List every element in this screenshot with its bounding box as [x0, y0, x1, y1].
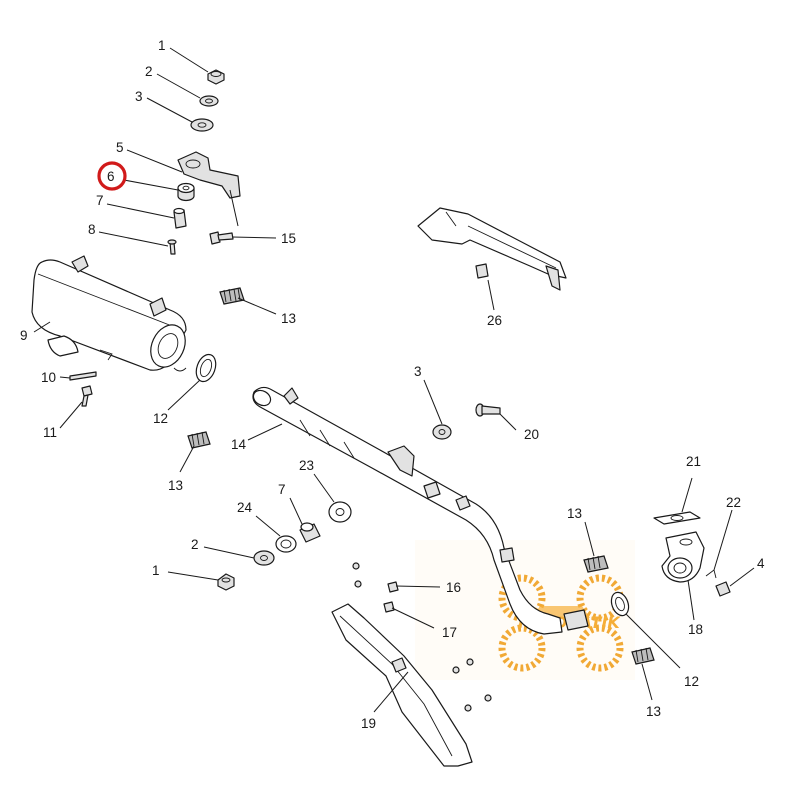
part-11-screw: [81, 385, 93, 407]
leader-lines: [33, 47, 755, 713]
callout-20: 20: [524, 427, 539, 442]
part-5-bracket: [177, 151, 241, 199]
callout-1-bottom: 1: [152, 563, 160, 578]
callout-5: 5: [116, 140, 124, 155]
part-6-grommet: [177, 182, 195, 202]
callout-26: 26: [487, 313, 502, 328]
part-3-washer-top: [190, 118, 214, 132]
callout-2-top: 2: [145, 64, 153, 79]
part-26-bolt: [475, 263, 489, 279]
part-23-spacer: [328, 501, 352, 523]
part-1-nut-top: [207, 69, 225, 85]
part-21-gasket-plate: [653, 511, 701, 525]
part-13-spring-lower: [631, 647, 655, 665]
callout-9: 9: [20, 328, 28, 343]
callout-16: 16: [446, 580, 461, 595]
callout-15: 15: [281, 231, 296, 246]
part-17-nut: [383, 601, 395, 613]
callout-22: 22: [726, 495, 741, 510]
part-12-gasket-left: [195, 353, 217, 383]
callout-13-center: 13: [567, 506, 582, 521]
callout-13-left: 13: [168, 478, 183, 493]
small-hardware-dots: [352, 562, 492, 712]
part-13-spring-upper: [219, 287, 245, 305]
callout-7-top: 7: [96, 193, 104, 208]
callout-8: 8: [88, 222, 96, 237]
part-20-bolt: [475, 403, 501, 417]
callout-17: 17: [442, 625, 457, 640]
part-7-sleeve-top: [173, 207, 187, 229]
part-14-head-pipe: [252, 386, 589, 635]
callout-4: 4: [757, 556, 765, 571]
part-7-sleeve-bottom: [299, 522, 321, 543]
part-19-heat-shield-lower: [331, 603, 473, 767]
part-15-bolt: [209, 231, 234, 245]
part-4-plug: [715, 581, 731, 597]
callout-1-top: 1: [158, 38, 166, 53]
part-13-spring-center: [583, 555, 609, 573]
callout-23: 23: [299, 458, 314, 473]
callout-12-left: 12: [153, 411, 168, 426]
part-12-gasket-right: [610, 591, 630, 617]
part-22-clip: [705, 569, 717, 579]
callout-11: 11: [43, 425, 57, 440]
callout-3-top: 3: [135, 89, 143, 104]
callout-14: 14: [231, 437, 247, 452]
callout-10: 10: [41, 370, 56, 385]
part-9-muffler: [31, 255, 187, 372]
part-10-pin: [69, 371, 97, 381]
callout-6: 6: [107, 169, 115, 184]
callout-19: 19: [361, 716, 376, 731]
part-18-exhaust-elbow: [661, 531, 705, 583]
highlight-circle-part-6: [97, 161, 127, 191]
callout-7-bottom: 7: [278, 482, 286, 497]
part-16-screw: [387, 581, 399, 593]
callout-labels: 1 2 3 5 6 7 8 15 13 9 10 11 12 13 26 3 2…: [20, 38, 765, 731]
callout-13-upper: 13: [281, 311, 296, 326]
callout-18: 18: [688, 622, 703, 637]
callout-24: 24: [237, 500, 253, 515]
part-3-washer-mid: [432, 424, 452, 440]
callout-3-mid: 3: [414, 364, 422, 379]
callout-12-right: 12: [684, 674, 699, 689]
callout-21: 21: [686, 454, 701, 469]
part-2-washer-bottom: [253, 550, 275, 566]
part-2-washer-top: [199, 95, 219, 107]
part-24-gasket: [275, 535, 297, 553]
part-heat-shield-upper: [417, 207, 567, 291]
callout-2-bottom: 2: [191, 537, 199, 552]
callout-13-lower: 13: [646, 704, 661, 719]
part-8-bolt: [167, 239, 177, 255]
part-1-nut-bottom: [217, 573, 235, 591]
part-13-spring-left: [187, 431, 211, 449]
